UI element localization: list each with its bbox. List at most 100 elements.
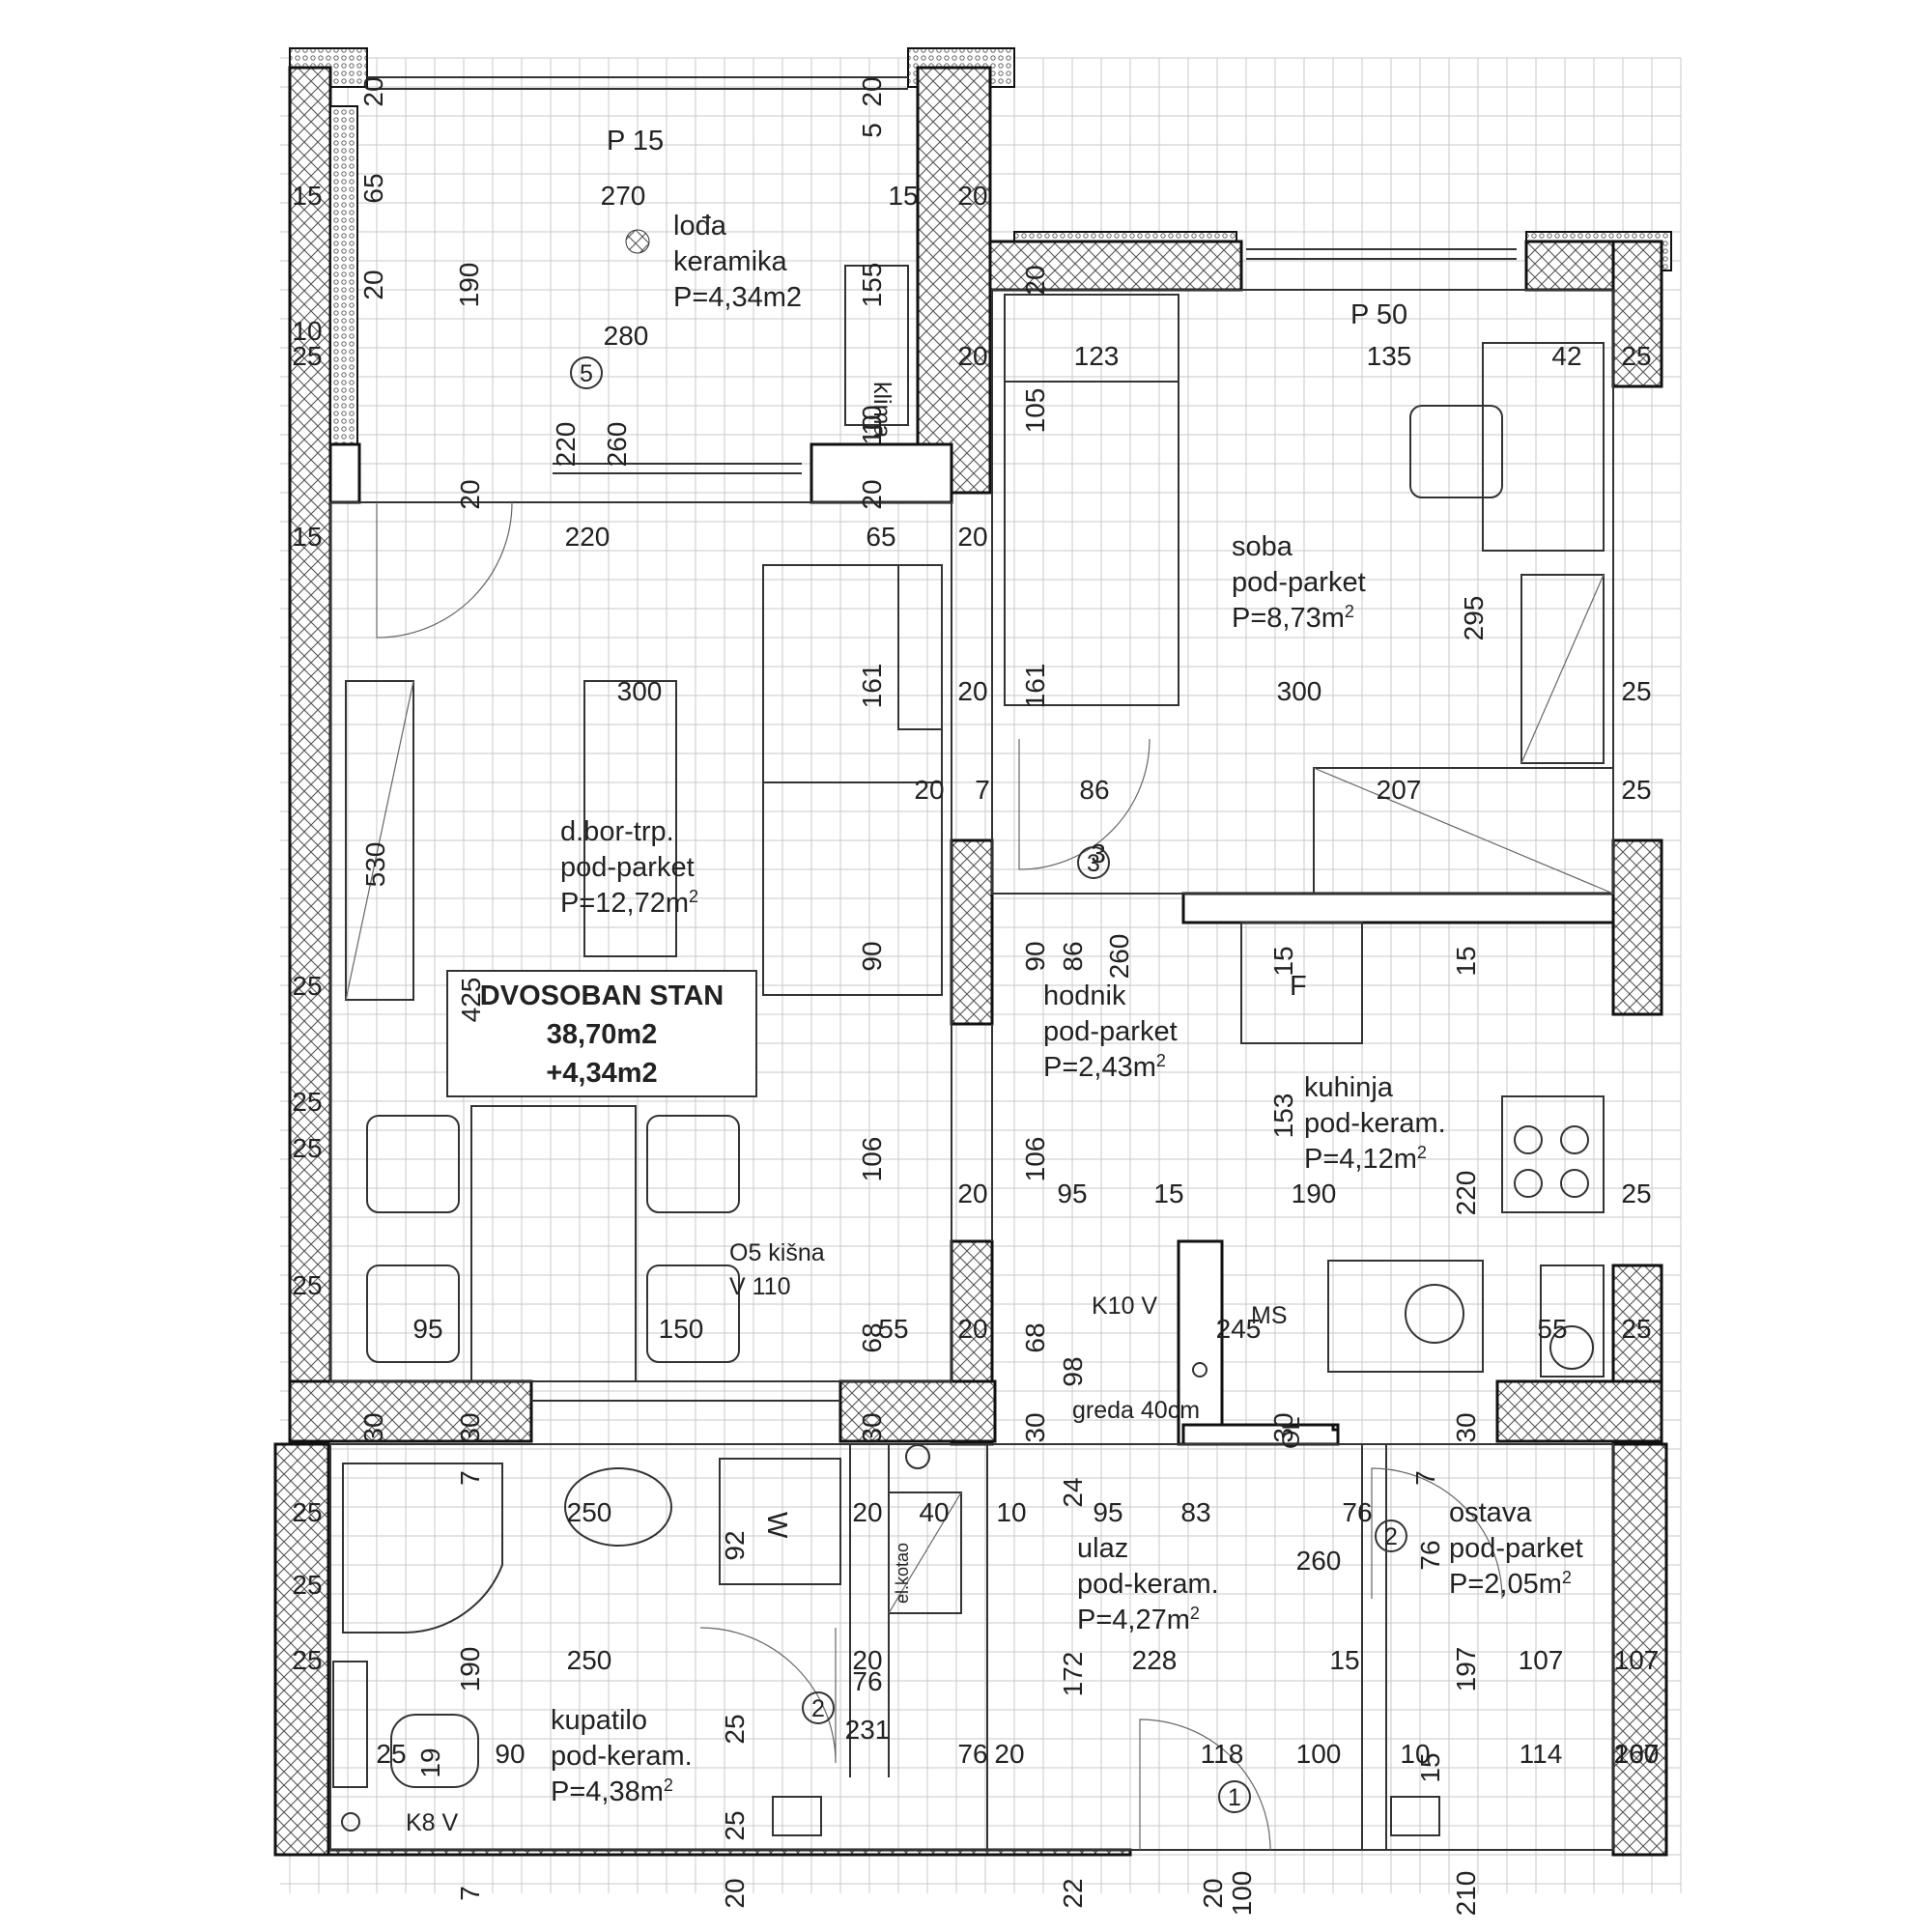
svg-text:pod-parket: pod-parket (1449, 1533, 1583, 1564)
dimension-label: 190 (454, 263, 484, 308)
dimension-label: 15 (1329, 1645, 1359, 1675)
svg-text:lođa: lođa (673, 211, 727, 242)
dimension-label: 90 (1020, 941, 1050, 971)
svg-text:d.bor-trp.: d.bor-trp. (560, 816, 674, 847)
label-ms: MS (1251, 1302, 1288, 1329)
svg-text:1: 1 (1228, 1784, 1241, 1811)
dimension-label: 7 (975, 775, 990, 805)
dimension-label: 30 (1451, 1412, 1481, 1442)
dimension-label: 20 (994, 1739, 1024, 1769)
dimension-label: 3 (1091, 838, 1106, 868)
dimension-label: 22 (1058, 1878, 1088, 1908)
dimension-label: 7 (455, 1470, 485, 1486)
dimension-label: 30 (455, 1412, 485, 1442)
dimension-label: 25 (292, 1570, 322, 1600)
dimension-label: 20 (720, 1878, 750, 1908)
dimension-label: 197 (1451, 1647, 1481, 1692)
label-washer: W (761, 1512, 792, 1539)
dimension-label: 153 (1268, 1094, 1298, 1139)
dimension-label: 107 (1614, 1739, 1660, 1769)
room-hodnik: hodnik pod-parket P=2,43m2 (1043, 980, 1178, 1083)
svg-text:ostava: ostava (1449, 1497, 1532, 1528)
dimension-label: 30 (1020, 1412, 1050, 1442)
dimension-label: 55 (1537, 1314, 1567, 1344)
dimension-label: 95 (1057, 1179, 1087, 1208)
dimension-label: 20 (857, 76, 887, 106)
svg-text:pod-keram.: pod-keram. (1077, 1569, 1219, 1600)
label-k8: K8 V (406, 1809, 459, 1836)
dimension-label: 55 (878, 1314, 908, 1344)
dimension-label: 207 (1377, 775, 1422, 805)
label-ol: OL (1278, 1417, 1305, 1449)
dimension-label: 10 (996, 1497, 1026, 1527)
label-k10: K10 V (1092, 1293, 1157, 1320)
label-klima: klima (868, 382, 895, 438)
dimension-label: 30 (857, 1412, 887, 1442)
dimension-label: 5 (857, 123, 887, 138)
dimension-label: 100 (1296, 1739, 1342, 1769)
dimension-label: 135 (1367, 341, 1412, 371)
svg-text:P=4,27m2: P=4,27m2 (1077, 1604, 1200, 1635)
dimension-label: 7 (1410, 1470, 1440, 1486)
dimension-label: 68 (857, 1322, 887, 1352)
dimension-label: 20 (914, 775, 944, 805)
dimension-label: 106 (857, 1137, 887, 1182)
dimension-label: 25 (376, 1739, 406, 1769)
svg-text:5: 5 (580, 360, 593, 387)
room-ostava: ostava pod-parket P=2,05m2 (1449, 1497, 1583, 1600)
svg-text:ulaz: ulaz (1077, 1533, 1128, 1564)
dimension-label: 30 (1268, 1412, 1298, 1442)
dimension-label: 20 (957, 1179, 987, 1208)
svg-text:P=4,34m2: P=4,34m2 (673, 282, 802, 313)
dimension-label: 260 (1104, 934, 1134, 980)
dimension-label: 98 (1058, 1356, 1088, 1386)
dimension-label: 228 (1132, 1645, 1178, 1675)
dimension-label: 76 (852, 1666, 882, 1696)
dimension-label: 25 (720, 1714, 750, 1744)
dimension-label: 172 (1058, 1652, 1088, 1697)
dimension-label: 20 (1198, 1878, 1228, 1908)
dimension-label: 20 (957, 1314, 987, 1344)
dimension-label: 20 (1020, 265, 1050, 295)
dimension-label: 105 (1020, 388, 1050, 434)
dimension-label: 92 (720, 1530, 750, 1560)
dimension-label: 25 (292, 341, 322, 371)
dimension-label: 15 (1153, 1179, 1183, 1208)
dimension-label: 245 (1216, 1314, 1262, 1344)
dimension-label: 250 (567, 1497, 612, 1527)
dimension-label: 86 (1079, 775, 1109, 805)
dimension-label: 15 (888, 181, 918, 211)
dimension-label: 25 (292, 1645, 322, 1675)
dimension-label: 25 (1621, 1314, 1651, 1344)
svg-text:P=2,05m2: P=2,05m2 (1449, 1568, 1572, 1600)
dimension-label: 20 (857, 479, 887, 509)
svg-text:pod-parket: pod-parket (1043, 1016, 1178, 1047)
dimension-label: 15 (1415, 1752, 1445, 1782)
dimension-label: 161 (1020, 664, 1050, 709)
dimension-label: 300 (1277, 676, 1322, 706)
dimension-label: 65 (866, 522, 895, 552)
svg-text:2: 2 (811, 1695, 825, 1722)
dimension-label: 7 (455, 1886, 485, 1901)
room-kupatilo: kupatilo pod-keram. P=4,38m2 (551, 1705, 693, 1807)
svg-text:soba: soba (1232, 531, 1293, 562)
dimension-label: 24 (1058, 1477, 1088, 1507)
dimension-label: 220 (565, 522, 611, 552)
dimension-label: 20 (957, 522, 987, 552)
dimension-label: 25 (1621, 676, 1651, 706)
dimension-label: 25 (1621, 341, 1651, 371)
svg-text:keramika: keramika (673, 246, 788, 277)
dimension-label: 65 (358, 173, 388, 203)
dimension-label: 20 (455, 479, 485, 509)
dimension-label: 10 (292, 316, 322, 346)
svg-text:pod-keram.: pod-keram. (551, 1741, 693, 1772)
dimension-label: 95 (1093, 1497, 1122, 1527)
dimension-label: 42 (1551, 341, 1581, 371)
dimension-label: 106 (1020, 1137, 1050, 1182)
svg-text:P=4,12m2: P=4,12m2 (1304, 1143, 1427, 1175)
dimension-label: 83 (1180, 1497, 1210, 1527)
dimension-label: 280 (604, 321, 649, 351)
dimension-label: 25 (292, 1497, 322, 1527)
apartment-area-extra: +4,34m2 (546, 1058, 657, 1089)
